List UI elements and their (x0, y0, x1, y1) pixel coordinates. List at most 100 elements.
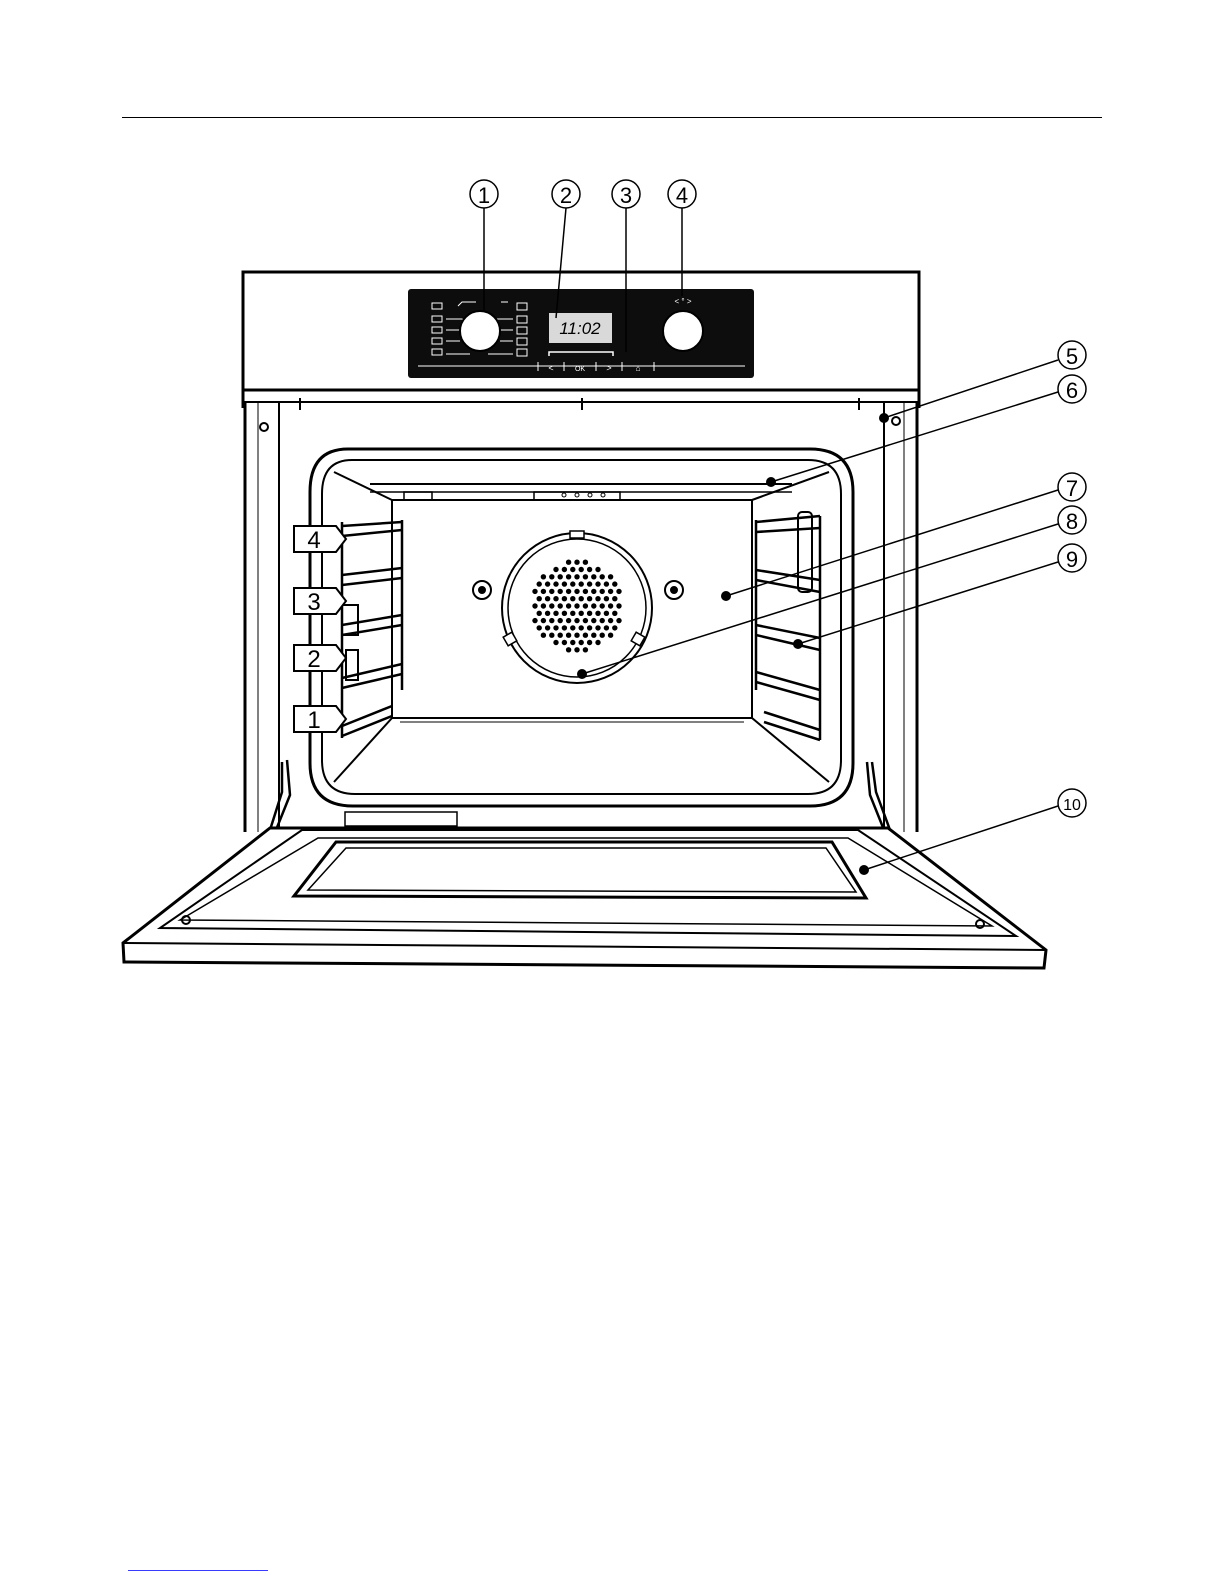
fan-hole (562, 640, 567, 645)
fan-hole (583, 647, 588, 652)
fan-hole (562, 596, 567, 601)
fan-hole (553, 611, 558, 616)
fan-hole (608, 618, 613, 623)
forward-button[interactable]: > (606, 363, 611, 373)
shelf-level-3-label: 3 (307, 589, 320, 616)
fan-hole (583, 618, 588, 623)
callout-6-number: 6 (1066, 378, 1078, 403)
fan-hole (595, 596, 600, 601)
fan-hole (595, 625, 600, 630)
fan-hole (541, 589, 546, 594)
callout-8: 8 (1058, 506, 1086, 534)
fan-hole (549, 618, 554, 623)
fan-hole (562, 567, 567, 572)
fan-hole (612, 596, 617, 601)
fan-hole (616, 589, 621, 594)
fan-hole (558, 574, 563, 579)
fan-hole (583, 574, 588, 579)
fan-hole (579, 640, 584, 645)
fan-hole (574, 603, 579, 608)
callout-9: 9 (1058, 544, 1086, 572)
fan-hole (537, 596, 542, 601)
fan-hole (608, 603, 613, 608)
fan-hole (587, 596, 592, 601)
fan-hole (591, 618, 596, 623)
fan-hole (608, 574, 613, 579)
fan-hole (591, 574, 596, 579)
fan-hole (566, 589, 571, 594)
ok-button[interactable]: OK (575, 366, 585, 373)
fan-hole (553, 581, 558, 586)
fan-hole (608, 589, 613, 594)
shelf-level-1-label: 1 (307, 707, 320, 734)
fan-hole (587, 567, 592, 572)
fan-hole (583, 560, 588, 565)
fan-hole (587, 581, 592, 586)
fan-hole (600, 603, 605, 608)
fan-hole (553, 596, 558, 601)
callout-1: 1 (470, 180, 498, 208)
home-button[interactable]: ⌂ (636, 364, 641, 373)
shelf-level-4-label: 4 (307, 527, 320, 554)
fan-hole (553, 625, 558, 630)
callout-7: 7 (1058, 473, 1086, 501)
fan-hole (579, 581, 584, 586)
fan-hole (591, 589, 596, 594)
callout-2-number: 2 (560, 183, 572, 208)
fan-hole (532, 618, 537, 623)
fan-hole (574, 574, 579, 579)
fan-hole (579, 567, 584, 572)
fan-hole (604, 611, 609, 616)
fan-hole (549, 603, 554, 608)
shelf-level-2: 2 (294, 645, 346, 673)
fan-hole (532, 603, 537, 608)
fan-hole (545, 611, 550, 616)
fan-hole (566, 574, 571, 579)
callout-2: 2 (552, 180, 580, 208)
fan-hole (604, 625, 609, 630)
display-time-text: 11:02 (559, 319, 601, 338)
temperature-knob[interactable] (663, 311, 703, 351)
callout-7-number: 7 (1066, 476, 1078, 501)
fan-hole (583, 633, 588, 638)
fan-hole (612, 611, 617, 616)
fan-hole (566, 560, 571, 565)
fan-hole (600, 574, 605, 579)
fan-hole (604, 581, 609, 586)
fan-hole (591, 603, 596, 608)
callout-6: 6 (1058, 375, 1086, 403)
callout-5-number: 5 (1066, 344, 1078, 369)
fan-hole (570, 625, 575, 630)
fan-hole (558, 618, 563, 623)
fan-hole (574, 589, 579, 594)
fan-hole (574, 618, 579, 623)
callout-5: 5 (1058, 341, 1086, 369)
fan-hole (566, 647, 571, 652)
callout-4-number: 4 (676, 183, 688, 208)
fan-hole (600, 589, 605, 594)
fan-hole (562, 581, 567, 586)
back-button[interactable]: < (548, 363, 553, 373)
fan-hole (583, 589, 588, 594)
fan-hole (541, 574, 546, 579)
shelf-level-1: 1 (294, 706, 346, 734)
fan-hole (595, 567, 600, 572)
fan-hole (616, 603, 621, 608)
fan-hole (537, 611, 542, 616)
callout-10-number: 10 (1063, 797, 1081, 814)
callout-3-number: 3 (620, 183, 632, 208)
fan-hole (583, 603, 588, 608)
fan-hole (612, 581, 617, 586)
callout-1-number: 1 (478, 183, 490, 208)
fan-hole (608, 633, 613, 638)
fan-hole (612, 625, 617, 630)
fan-hole (545, 625, 550, 630)
fan-hole (558, 633, 563, 638)
fan-hole (600, 618, 605, 623)
fan-hole (579, 625, 584, 630)
callout-3: 3 (612, 180, 640, 208)
shelf-level-4: 4 (294, 526, 346, 554)
function-selector-knob[interactable] (460, 311, 500, 351)
fan-hole (549, 589, 554, 594)
